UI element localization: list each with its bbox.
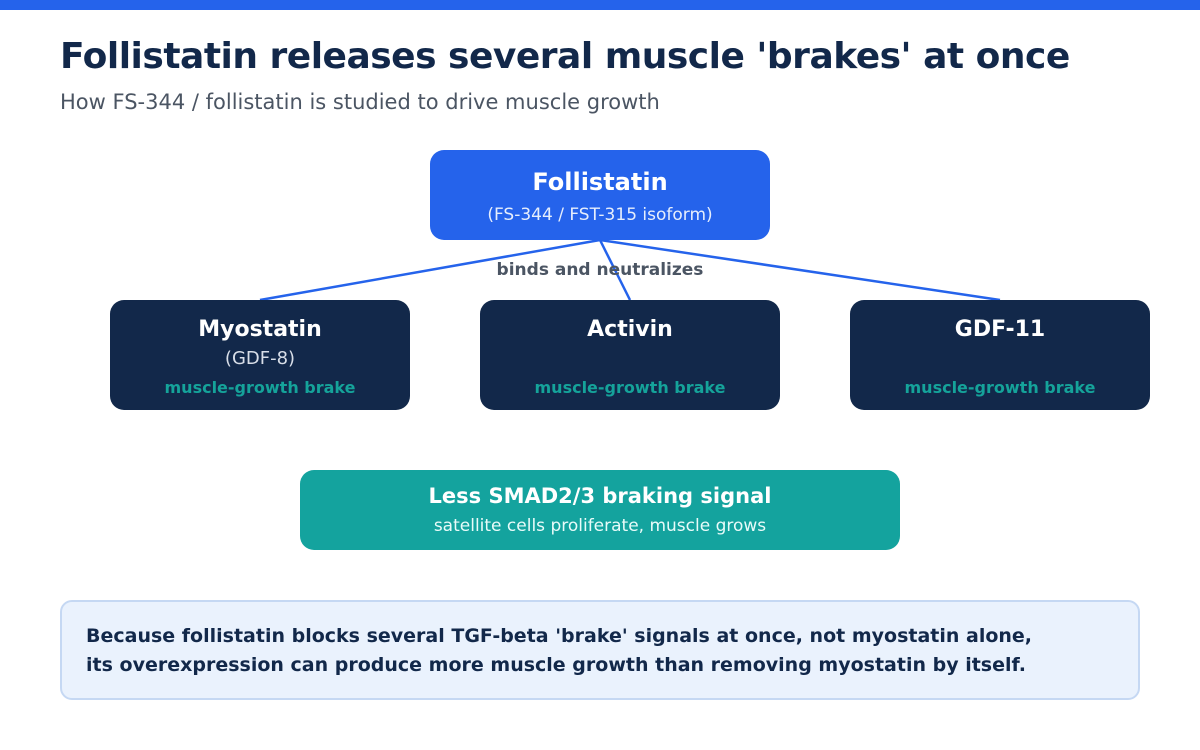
gdf11-node-role: muscle-growth brake: [904, 378, 1096, 397]
top-accent-bar: [0, 0, 1200, 10]
edge-label: binds and neutralizes: [496, 260, 704, 280]
myostatin-node-role: muscle-growth brake: [164, 378, 356, 397]
activin-node: Activin muscle-growth brake: [480, 300, 780, 410]
myostatin-node-title: Myostatin: [198, 317, 322, 342]
page-title: Follistatin releases several muscle 'bra…: [60, 36, 1070, 77]
explanation-note: Because follistatin blocks several TGF-b…: [60, 600, 1140, 700]
page-subtitle: How FS-344 / follistatin is studied to d…: [60, 90, 660, 114]
smad-result-title: Less SMAD2/3 braking signal: [428, 484, 772, 508]
note-line-2: its overexpression can produce more musc…: [86, 654, 1026, 676]
activin-node-role: muscle-growth brake: [534, 378, 726, 397]
follistatin-node-title: Follistatin: [532, 168, 668, 196]
myostatin-node-subtitle: (GDF-8): [224, 348, 296, 369]
note-line-1: Because follistatin blocks several TGF-b…: [86, 625, 1033, 647]
smad-result-node: Less SMAD2/3 braking signal satellite ce…: [300, 470, 900, 550]
smad-result-subtitle: satellite cells proliferate, muscle grow…: [433, 516, 767, 536]
activin-node-title: Activin: [587, 317, 673, 342]
myostatin-node: Myostatin (GDF-8) muscle-growth brake: [110, 300, 410, 410]
gdf11-node: GDF-11 muscle-growth brake: [850, 300, 1150, 410]
follistatin-node: Follistatin (FS-344 / FST-315 isoform): [430, 150, 770, 240]
follistatin-node-subtitle: (FS-344 / FST-315 isoform): [487, 205, 713, 225]
gdf11-node-title: GDF-11: [954, 317, 1046, 342]
